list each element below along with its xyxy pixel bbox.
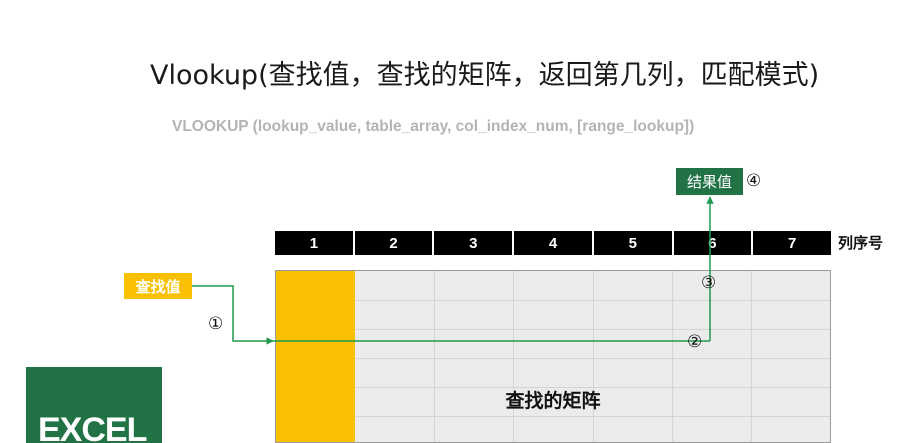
- grid-line: [355, 300, 830, 301]
- column-number-3: 3: [434, 231, 515, 255]
- matrix-label: 查找的矩阵: [505, 390, 601, 412]
- step-1-marker: ①: [208, 314, 224, 334]
- column-index-label: 列序号: [838, 234, 884, 252]
- column-index-header: 1 2 3 4 5 6 7: [275, 231, 832, 255]
- table-array-matrix: 查找的矩阵: [275, 270, 831, 443]
- grid-line: [513, 271, 514, 442]
- grid-line: [672, 271, 673, 442]
- grid-line: [751, 271, 752, 442]
- grid-line: [355, 387, 830, 388]
- grid-line: [355, 358, 830, 359]
- column-number-4: 4: [514, 231, 594, 255]
- path-to-first-column: [192, 285, 274, 345]
- grid-line: [355, 416, 830, 417]
- column-number-5: 5: [593, 231, 674, 255]
- step-4-marker: ④: [746, 171, 762, 191]
- function-syntax: VLOOKUP (lookup_value, table_array, col_…: [172, 118, 695, 135]
- column-number-2: 2: [354, 231, 435, 255]
- page-title: Vlookup(查找值，查找的矩阵，返回第几列，匹配模式): [150, 60, 820, 91]
- grid-line: [355, 329, 830, 330]
- column-number-7: 7: [753, 231, 832, 255]
- step-2-marker: ②: [687, 332, 703, 352]
- column-number-1: 1: [275, 231, 355, 255]
- grid-line: [434, 271, 435, 442]
- result-value-box: 结果值: [676, 168, 743, 195]
- logo-text: EXCEL: [38, 411, 147, 443]
- first-column-highlight: [276, 271, 355, 442]
- lookup-value-box: 查找值: [124, 273, 192, 299]
- excel-home-logo: EXCEL: [26, 367, 162, 443]
- step-3-marker: ③: [701, 273, 717, 293]
- column-number-6: 6: [673, 231, 754, 255]
- grid-line: [593, 271, 594, 442]
